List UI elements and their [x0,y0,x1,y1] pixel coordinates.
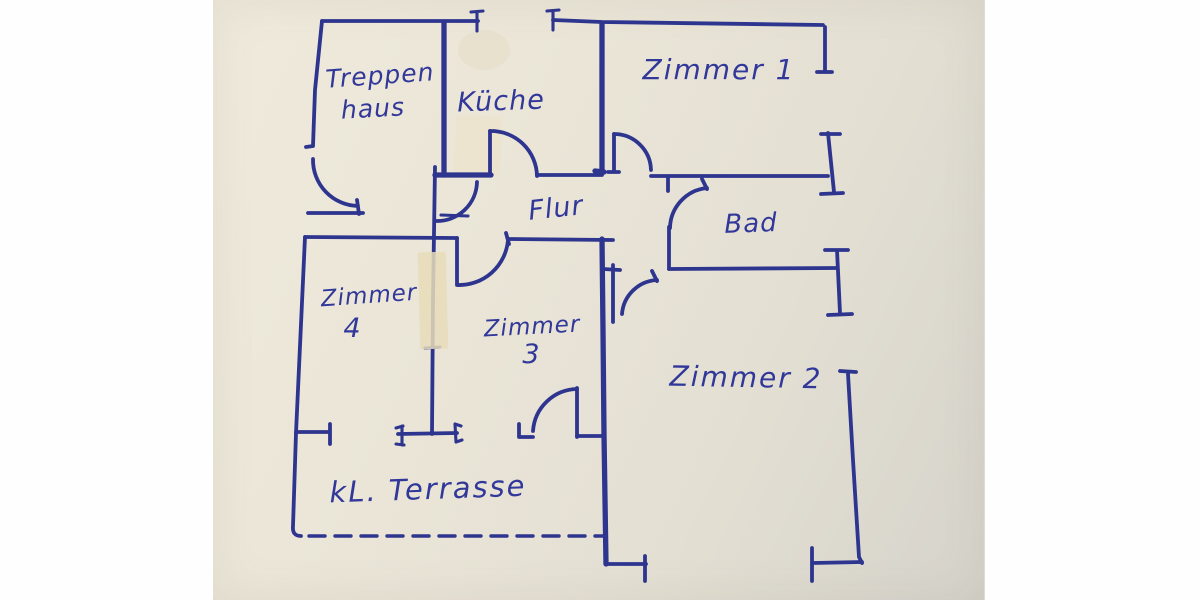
label-kueche: Küche [457,84,546,118]
window-tick-terrasse-mid [453,422,464,444]
window-tick-top-left [469,9,485,33]
label-flur: Flur [527,190,586,227]
door-kueche-arc [488,129,539,178]
wall-bad-bottom [667,266,839,271]
wall-zimmer4-top [303,235,459,240]
wall-zimmer3-top [507,237,615,242]
label-zimmer3-line1: Zimmer [482,311,581,342]
label-treppenhaus-line1: Treppen [325,57,436,94]
ink-strokes [291,8,864,583]
wall-treppenhaus-left [304,19,324,149]
tape-patch-kueche-door [453,114,503,176]
photo-margin-right [984,0,1200,600]
photo-margin-left [0,0,214,600]
wall-flur-nook [601,263,622,324]
door-zimmer3-bottom-jamb [517,422,535,439]
window-right-mid [823,248,854,317]
window-zimmer1-right [815,25,834,74]
window-tick-top-mid [545,8,561,32]
label-zimmer3-line2: 3 [522,339,539,370]
tape-patch-divider [417,251,449,350]
wall-kueche-zimmer1-divider [592,21,607,175]
label-bad: Bad [724,208,778,240]
wall-top-zimmer1 [551,18,825,27]
door-entry-flur-arc [434,180,479,223]
door-bad [666,175,709,230]
wall-entry-stub [439,213,470,218]
room-labels: Treppen haus Küche Zimmer 1 Flur Bad Zim… [319,53,823,509]
door-zimmer2 [620,269,659,316]
wall-zimmer23-divider [599,236,609,567]
label-treppenhaus-line2: haus [340,92,405,124]
door-zimmer1-leaf [606,132,621,174]
label-zimmer4-line1: Zimmer [319,280,419,313]
wall-zimmer2-right [838,369,864,565]
wall-zimmer2-bottom-left [604,554,648,583]
label-terrasse: kL. Terrasse [329,469,527,510]
label-zimmer1: Zimmer 1 [642,53,796,86]
wall-zimmer4-left [294,235,307,435]
label-zimmer2: Zimmer 2 [668,360,823,396]
wall-terrasse-left [291,431,303,538]
door-zimmer3-top-arc [455,231,511,287]
door-zimmer3-bottom-arc [531,387,579,433]
wall-zimmer2-bottom-right [810,546,864,583]
label-zimmer4-line2: 4 [343,313,360,344]
wall-zimmer4-bottom-left [294,422,332,446]
door-treppenhaus-arc [311,157,361,216]
window-right-upper [819,131,845,196]
wall-zimmer34-bottom [396,431,459,436]
paper-stain [458,30,510,70]
door-zimmer1-arc [612,132,653,172]
